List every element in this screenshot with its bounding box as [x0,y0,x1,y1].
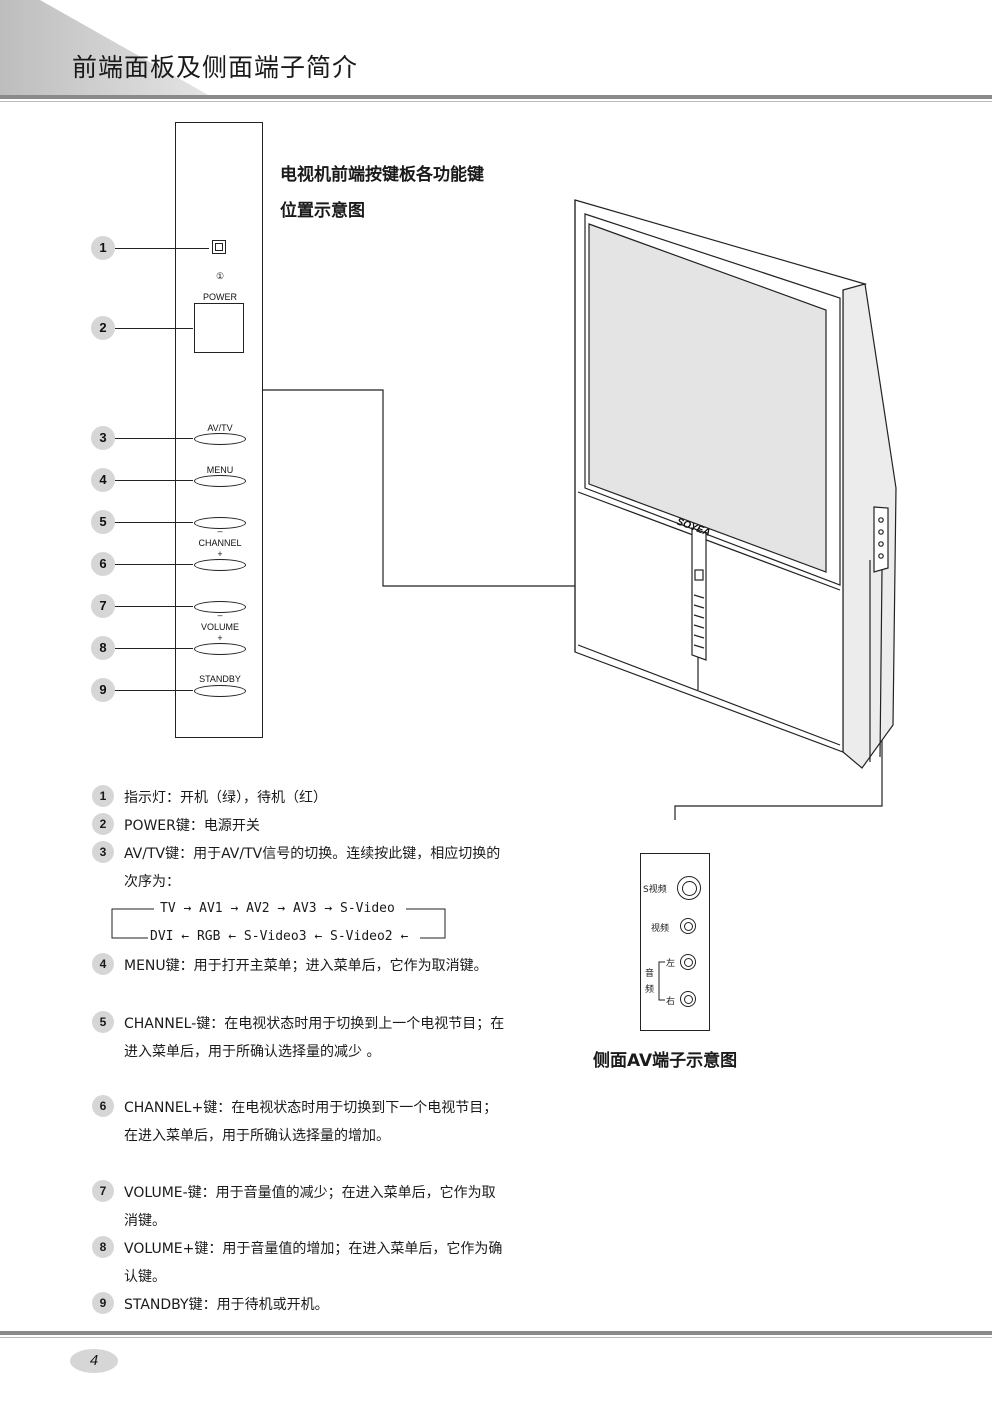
callout-badge: 8 [91,636,115,660]
desc-text: STANDBY键：用于待机或开机。 [124,1297,329,1313]
desc-badge: 2 [92,813,114,835]
header-rule [0,95,992,99]
diagram-title-line2: 位置示意图 [280,201,365,221]
volume-down-button[interactable] [194,601,246,613]
power-label: POWER [202,292,237,302]
video-jack-icon [680,918,696,934]
footer-rule-thin [0,1337,992,1338]
front-panel: ① POWER AV/TV MENU – CHANNEL + – VOLUME … [175,122,263,738]
desc-badge: 1 [92,785,114,807]
callout-leader [115,690,193,691]
svideo-label: S视频 [643,885,667,895]
audio-left-jack-icon [680,954,696,970]
menu-button[interactable] [194,475,246,487]
channel-down-button[interactable] [194,517,246,529]
callout-badge: 4 [91,468,115,492]
callout-leader [115,438,193,439]
video-label: 视频 [651,924,670,934]
callout-badge: 5 [91,510,115,534]
desc-text: 指示灯：开机（绿），待机（红） [124,790,327,806]
footer-rule [0,1331,992,1335]
audio-left-label: 左 [666,959,676,969]
desc-text: CHANNEL-键：在电视状态时用于切换到上一个电视节目；在进入菜单后，用于所确… [124,1016,505,1060]
sequence-loop-lines [111,908,446,939]
desc-badge: 6 [92,1095,114,1117]
page-number: 4 [70,1349,118,1373]
desc-badge: 9 [92,1292,114,1314]
channel-minus-sign: – [217,526,223,536]
desc-badge: 7 [92,1180,114,1202]
callout-badge: 3 [91,426,115,450]
sequence-line-1: TV → AV1 → AV2 → AV3 → S-Video [160,901,395,916]
tv-illustration: SOYEA [263,199,897,820]
desc-badge: 4 [92,953,114,975]
callout-badge: 1 [91,236,115,260]
callout-leader [115,648,193,649]
desc-text: CHANNEL+键：在电视状态时用于切换到下一个电视节目；在进入菜单后，用于所确… [124,1100,498,1144]
indicator-light [212,240,226,254]
desc-badge: 5 [92,1011,114,1033]
volume-plus-sign: + [217,633,223,643]
callout-badge: 9 [91,678,115,702]
side-av-panel: S视频 视频 音 频 左 右 [640,853,710,1031]
audio-right-label: 右 [666,997,676,1007]
callout-leader [115,328,193,329]
desc-badge: 3 [92,841,114,863]
callout-leader [115,606,193,607]
audio-right-jack-icon [680,991,696,1007]
avtv-label: AV/TV [207,423,233,433]
audio-label-1: 音 [645,969,655,979]
desc-text: VOLUME+键：用于音量值的增加；在进入菜单后，它作为确认键。 [124,1241,503,1285]
callout-leader [115,564,193,565]
menu-label: MENU [206,465,234,475]
standby-label: STANDBY [199,674,241,684]
volume-minus-sign: – [217,610,223,620]
channel-up-button[interactable] [194,559,246,571]
callout-leader [115,480,193,481]
callout-leader [115,522,193,523]
channel-plus-sign: + [217,549,223,559]
header-rule-thin [0,101,992,102]
standby-button[interactable] [194,685,246,697]
callout-badge: 6 [91,552,115,576]
power-button[interactable] [194,303,244,353]
volume-label: VOLUME [200,622,239,632]
side-av-caption: 侧面AV端子示意图 [593,1051,738,1071]
diagram-title-line1: 电视机前端按键板各功能键 [280,165,484,185]
desc-text: MENU键：用于打开主菜单；进入菜单后，它作为取消键。 [124,958,488,974]
page-title: 前端面板及侧面端子简介 [72,53,359,82]
audio-bracket [658,961,665,1001]
header-decoration [0,0,210,96]
volume-up-button[interactable] [194,643,246,655]
svideo-jack-icon [677,876,701,900]
desc-badge: 8 [92,1236,114,1258]
callout-badge: 2 [91,316,115,340]
desc-text: AV/TV键：用于AV/TV信号的切换。连续按此键，相应切换的次序为： [124,846,501,890]
channel-label: CHANNEL [198,538,242,548]
sequence-line-2: DVI ← RGB ← S-Video3 ← S-Video2 ← [150,929,409,944]
avtv-button[interactable] [194,433,246,445]
callout-badge: 7 [91,594,115,618]
audio-label-2: 频 [645,985,655,995]
callout-leader [115,248,209,249]
desc-text: POWER键：电源开关 [124,818,260,834]
power-symbol: ① [215,271,225,281]
desc-text: VOLUME-键：用于音量值的减少；在进入菜单后，它作为取消键。 [124,1185,496,1229]
